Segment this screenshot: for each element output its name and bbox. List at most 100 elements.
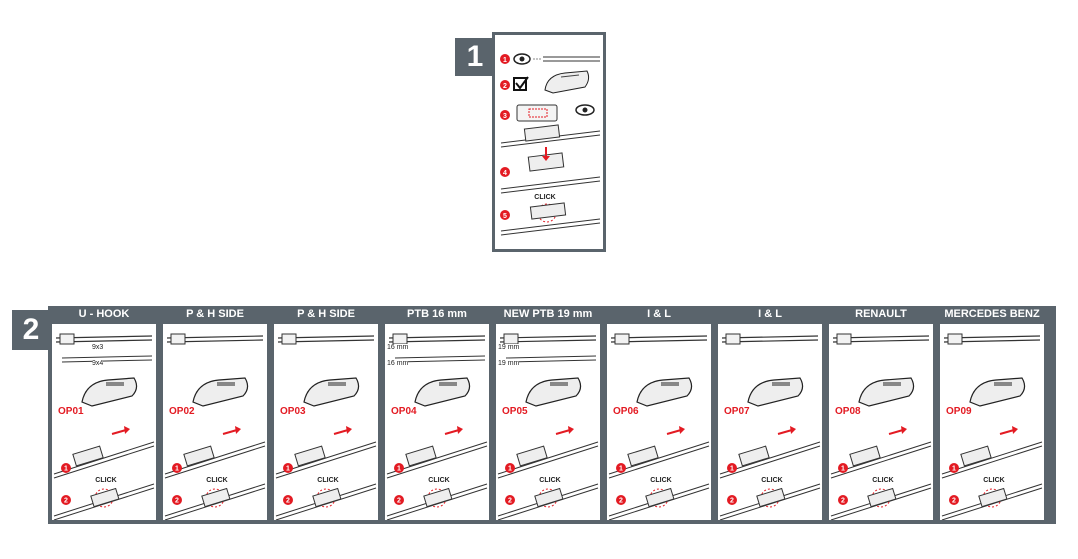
adapter-column: P & H SIDE CLICK 1 2 OP03	[272, 306, 380, 524]
adapter-illustration: CLICK 1 2 OP04 16 mm 16 mm	[385, 324, 489, 520]
click-label: CLICK	[650, 477, 671, 484]
step-2-badge: 2	[12, 310, 50, 350]
svg-text:2: 2	[619, 498, 623, 505]
svg-text:4: 4	[503, 170, 507, 177]
step-2-panel: U - HOOK CLICK 1 2 OP01 9x3 9x4 P & H SIDE CLICK…	[48, 306, 1056, 524]
step-1-panel: 1 2 3 4 5 CLICK	[492, 32, 606, 252]
adapter-title: P & H SIDE	[186, 308, 244, 320]
svg-text:2: 2	[64, 498, 68, 505]
step-number-badge	[394, 495, 404, 505]
adapter-column: MERCEDES BENZ CLICK 1 2 OP09	[938, 306, 1046, 524]
adapter-title: I & L	[758, 308, 782, 320]
step-number-badge	[838, 495, 848, 505]
step-number-badge	[172, 495, 182, 505]
adapter-code: OP01	[58, 406, 84, 417]
step-number-badge	[616, 495, 626, 505]
adapter-illustration: CLICK 1 2 OP07	[718, 324, 822, 520]
svg-text:1: 1	[397, 466, 401, 473]
svg-text:2: 2	[503, 83, 507, 90]
step-number-badge	[949, 463, 959, 473]
adapter-code: OP02	[169, 406, 195, 417]
step-number-badge	[505, 495, 515, 505]
adapter-illustration: CLICK 1 2 OP01 9x3 9x4	[52, 324, 156, 520]
svg-text:2: 2	[397, 498, 401, 505]
size-label: 19 mm	[498, 344, 520, 351]
step-number-badge	[838, 463, 848, 473]
size-label: 9x3	[92, 344, 104, 351]
click-label: CLICK	[761, 477, 782, 484]
adapter-code: OP06	[613, 406, 639, 417]
adapter-column: NEW PTB 19 mm CLICK 1 2 OP05 19 mm 19 mm	[494, 306, 602, 524]
click-label: CLICK	[428, 477, 449, 484]
adapter-title: NEW PTB 19 mm	[503, 308, 593, 320]
step-num-1	[500, 54, 510, 64]
adapter-title: U - HOOK	[78, 308, 130, 320]
adapter-title: MERCEDES BENZ	[944, 308, 1040, 320]
svg-text:1: 1	[64, 466, 68, 473]
step-1-badge: 1	[455, 38, 495, 76]
adapter-code: OP04	[391, 406, 417, 417]
adapter-illustration: CLICK 1 2 OP03	[274, 324, 378, 520]
adapter-code: OP05	[502, 406, 528, 417]
svg-text:1: 1	[730, 466, 734, 473]
svg-text:2: 2	[841, 498, 845, 505]
svg-text:2: 2	[730, 498, 734, 505]
click-label: CLICK	[317, 477, 338, 484]
step-number-badge	[616, 463, 626, 473]
click-label: CLICK	[872, 477, 893, 484]
svg-text:2: 2	[175, 498, 179, 505]
size-label: 16 mm	[387, 344, 409, 351]
eye-icon	[513, 53, 531, 65]
checkmark-icon	[513, 77, 527, 91]
step-number-badge	[727, 463, 737, 473]
svg-text:1: 1	[619, 466, 623, 473]
adapter-code: OP09	[946, 406, 972, 417]
svg-text:2: 2	[286, 498, 290, 505]
click-label: CLICK	[95, 477, 116, 484]
svg-text:2: 2	[952, 498, 956, 505]
size-label: 9x4	[92, 360, 104, 367]
click-label: CLICK	[983, 477, 1004, 484]
adapter-title: I & L	[647, 308, 671, 320]
adapter-title: RENAULT	[855, 308, 907, 320]
click-label: CLICK	[206, 477, 227, 484]
svg-text:1: 1	[286, 466, 290, 473]
adapter-title: P & H SIDE	[297, 308, 355, 320]
step-number-badge	[949, 495, 959, 505]
step-number-badge	[172, 463, 182, 473]
svg-text:1: 1	[508, 466, 512, 473]
svg-text:5: 5	[503, 213, 507, 220]
svg-text:1: 1	[841, 466, 845, 473]
svg-text:2: 2	[508, 498, 512, 505]
step-number-badge	[394, 463, 404, 473]
svg-text:3: 3	[503, 113, 507, 120]
click-label: CLICK	[539, 477, 560, 484]
adapter-column: I & L CLICK 1 2 OP06	[605, 306, 713, 524]
adapter-code: OP07	[724, 406, 750, 417]
step-number-badge	[505, 463, 515, 473]
adapter-illustration: CLICK 1 2 OP08	[829, 324, 933, 520]
adapter-title: PTB 16 mm	[407, 308, 467, 320]
step-number-badge	[727, 495, 737, 505]
adapter-column: P & H SIDE CLICK 1 2 OP02	[161, 306, 269, 524]
adapter-column: RENAULT CLICK 1 2 OP08	[827, 306, 935, 524]
adapter-illustration: CLICK 1 2 OP02	[163, 324, 267, 520]
adapter-illustration: CLICK 1 2 OP09	[940, 324, 1044, 520]
svg-text:1: 1	[952, 466, 956, 473]
adapter-illustration: CLICK 1 2 OP06	[607, 324, 711, 520]
adapter-code: OP08	[835, 406, 861, 417]
step-number-badge	[283, 463, 293, 473]
adapter-code: OP03	[280, 406, 306, 417]
step-number-badge	[283, 495, 293, 505]
step-1-illustration: 1 2 3 4 5 CLICK	[500, 53, 601, 236]
svg-text:CLICK: CLICK	[534, 194, 555, 201]
adapter-illustration: CLICK 1 2 OP05 19 mm 19 mm	[496, 324, 600, 520]
adapter-column: U - HOOK CLICK 1 2 OP01 9x3 9x4	[50, 306, 158, 524]
svg-text:1: 1	[503, 57, 507, 64]
svg-text:1: 1	[175, 466, 179, 473]
size-label: 16 mm	[387, 360, 409, 367]
step-number-badge	[61, 495, 71, 505]
adapter-column: PTB 16 mm CLICK 1 2 OP04 16 mm 16 mm	[383, 306, 491, 524]
step-number-badge	[61, 463, 71, 473]
size-label: 19 mm	[498, 360, 520, 367]
